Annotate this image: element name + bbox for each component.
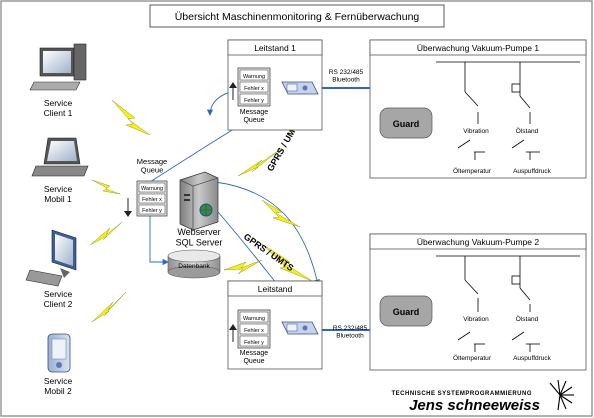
queue-down-arrow-icon <box>124 198 132 217</box>
guard-2-label: Guard <box>393 307 420 317</box>
globe-icon <box>199 203 213 217</box>
lightning-group <box>89 99 319 323</box>
lightning-icon <box>237 147 283 177</box>
server-message-queue: Warnung Fehler x Fehler y <box>136 180 168 217</box>
pump-1-circuit <box>436 61 580 160</box>
pump-2-sensor-oeltemperatur: Öltemperatur <box>453 354 492 362</box>
leitstand-2-queue-item: Fehler x <box>244 328 264 334</box>
pump-1-title: Überwachung Vakuum-Pumpe 1 <box>417 43 539 53</box>
diagram-title: Übersicht Maschinenmonitoring & Fernüber… <box>175 11 420 23</box>
pump-1-sensor-auspuffdruck: Auspuffdruck <box>513 168 552 175</box>
lightning-icon <box>261 199 301 228</box>
database-label: Datenbank <box>178 263 210 270</box>
pump-2-sensor-auspuffdruck: Auspuffdruck <box>513 355 552 362</box>
service-client-1 <box>29 43 87 91</box>
logo-tagline: TECHNISCHE SYSTEMPROGRAMMIERUNG <box>391 391 532 397</box>
company-logo: TECHNISCHE SYSTEMPROGRAMMIERUNG Jens sch… <box>391 379 574 414</box>
guard-2 <box>379 295 433 327</box>
arc-server-to-db <box>149 210 169 266</box>
leitstand-1-queue-item: Fehler x <box>244 86 264 92</box>
server-queue-item: Fehler x <box>142 197 162 203</box>
pc-tower-icon <box>73 43 87 81</box>
pump-1-sensor-oeltemperatur: Öltemperatur <box>453 167 492 175</box>
pump-2-circuit <box>436 255 580 352</box>
service-mobil-1 <box>31 137 89 177</box>
queue-up-arrow-icon <box>229 82 237 100</box>
sunburst-icon <box>549 379 574 411</box>
pump-monitor-2: Überwachung Vakuum-Pumpe 2 Guard Vibrati… <box>369 233 587 371</box>
service-client-2 <box>25 229 77 287</box>
pump-2-sensor-vibration: Vibration <box>463 316 489 323</box>
pump-2-sensor-oelstand: Ölstand <box>516 315 539 323</box>
lightning-icon <box>223 259 263 275</box>
leitstand-2-queue-item: Warnung <box>243 316 265 322</box>
queue-up-arrow-icon <box>229 324 237 342</box>
leitstand-2: Leitstand Warnung Fehler x Fehler y Mess… <box>227 280 323 370</box>
leitstand-2-queue-item: Fehler y <box>244 340 264 346</box>
keyboard-icon <box>29 81 81 91</box>
handheld-terminal-icon <box>281 81 319 95</box>
service-mobil-2 <box>47 333 71 373</box>
lightning-icon <box>89 221 123 246</box>
handheld-terminal-icon <box>281 321 319 335</box>
logo-name: Jens schneeweiss <box>409 397 540 414</box>
pump-1-sensor-oelstand: Ölstand <box>516 127 539 135</box>
server-queue-item: Warnung <box>141 186 163 192</box>
pump-monitor-1: Überwachung Vakuum-Pumpe 1 Guard Vibrati… <box>369 39 587 179</box>
leitstand-1: Leitstand 1 Warnung Fehler x Fehler y Me… <box>227 39 323 131</box>
lightning-icon <box>111 99 151 136</box>
leitstand-1-queue-item: Warnung <box>243 74 265 80</box>
leitstand-2-title: Leitstand <box>258 284 293 294</box>
server-icon <box>179 171 219 231</box>
pump-1-sensor-vibration: Vibration <box>463 128 489 135</box>
arc-server-to-station2 <box>214 181 320 286</box>
keyboard-icon <box>25 269 63 287</box>
leitstand-1-title: Leitstand 1 <box>254 43 296 53</box>
guard-1 <box>379 107 433 139</box>
guard-1-label: Guard <box>393 119 420 129</box>
lightning-icon <box>91 179 121 195</box>
server-queue-item: Fehler y <box>142 208 162 214</box>
lightning-icon <box>91 291 127 323</box>
pump-2-title: Überwachung Vakuum-Pumpe 2 <box>417 237 539 247</box>
title-box <box>149 4 445 28</box>
database-icon <box>167 249 221 279</box>
leitstand-1-queue-item: Fehler y <box>244 98 264 104</box>
